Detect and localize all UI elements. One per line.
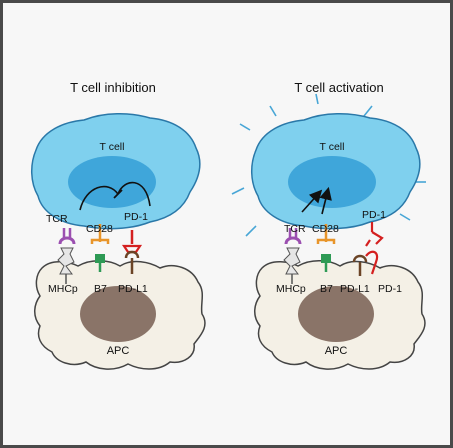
pd1-label-right-bound: PD-1	[378, 283, 402, 295]
pdl1-label-right: PD-L1	[340, 283, 370, 295]
pdl1-ligand-right	[352, 254, 368, 276]
pdl1-ligand-left	[124, 250, 140, 274]
mhcp-left	[57, 247, 75, 284]
pd1-label-right-cell: PD-1	[362, 209, 386, 221]
inhibition-arc-left	[79, 185, 119, 211]
right-panel: APC T cell TCR MHCp CD28 B7	[231, 93, 426, 370]
tcr-receptor-left	[58, 228, 76, 245]
tcell-nucleus-left	[68, 156, 156, 208]
apc-nucleus-left	[80, 286, 156, 342]
tcr-receptor-right	[284, 228, 302, 245]
cd28-receptor-left	[90, 224, 110, 244]
cd28-label-right: CD28	[312, 223, 339, 235]
mhcp-label-right: MHCp	[276, 283, 306, 295]
apc-label-left: APC	[107, 345, 130, 357]
pd1-label-left: PD-1	[124, 211, 148, 223]
cd28-receptor-right	[316, 224, 336, 244]
apc-label-right: APC	[325, 345, 348, 357]
panel-title-left: T cell inhibition	[70, 80, 156, 95]
cd28-label-left: CD28	[86, 223, 113, 235]
panel-title-right: T cell activation	[294, 80, 384, 95]
b7-ligand-right	[321, 254, 331, 272]
panel-left: T cell inhibition	[0, 0, 226, 448]
inhibition-arc-pd1	[117, 181, 151, 207]
panel-right: T cell activation	[226, 0, 452, 448]
activation-arrow-cd28	[319, 186, 332, 215]
pd1-bound-right	[365, 250, 379, 275]
tcell-label-left: T cell	[100, 141, 125, 153]
mhcp-right	[283, 247, 301, 284]
left-panel: APC T cell TCR MHCp CD28	[31, 112, 206, 370]
b7-label-left: B7	[94, 283, 107, 295]
tcell-label-right: T cell	[320, 141, 345, 153]
apc-nucleus-right	[298, 286, 374, 342]
tcr-label-left: TCR	[46, 213, 68, 225]
pdl1-label-left: PD-L1	[118, 283, 148, 295]
pd1-receptor-right	[365, 222, 384, 247]
mhcp-label-left: MHCp	[48, 283, 78, 295]
tcr-label-right: TCR	[284, 223, 306, 235]
activation-arrow-tcr	[301, 189, 323, 213]
b7-ligand-left	[95, 254, 105, 272]
b7-label-right: B7	[320, 283, 333, 295]
